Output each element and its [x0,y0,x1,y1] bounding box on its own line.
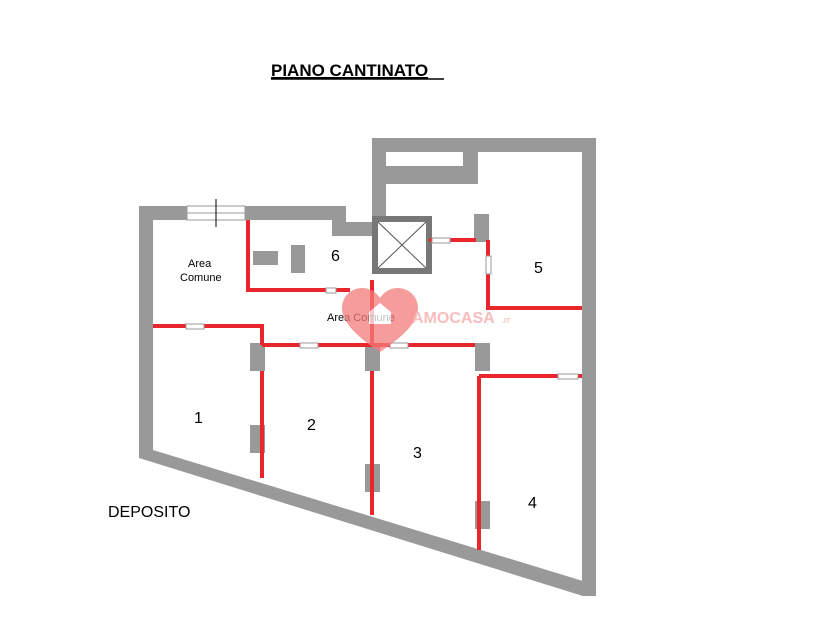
room-6-label: 6 [331,248,340,265]
room-4-label: 4 [528,495,537,512]
common-area-top-line2: Comune [180,272,222,284]
common-area-top-line1: Area [188,258,212,270]
outer-walls [139,138,596,596]
elevator-shaft [372,216,432,274]
watermark-suffix: .IT [502,318,511,325]
partitions [153,220,582,550]
watermark-text: AMOCASA [412,310,495,327]
watermark: AMOCASA .IT [342,288,511,352]
plan-title: PIANO CANTINATO [271,61,428,80]
deposito-label: DEPOSITO [108,504,190,521]
pillars [250,214,490,529]
doors [185,237,579,380]
house-icon [369,303,391,324]
room-1-label: 1 [194,410,203,427]
top-window [186,199,246,227]
room-3-label: 3 [413,445,422,462]
room-5-label: 5 [534,260,543,277]
room-2-label: 2 [307,417,316,434]
